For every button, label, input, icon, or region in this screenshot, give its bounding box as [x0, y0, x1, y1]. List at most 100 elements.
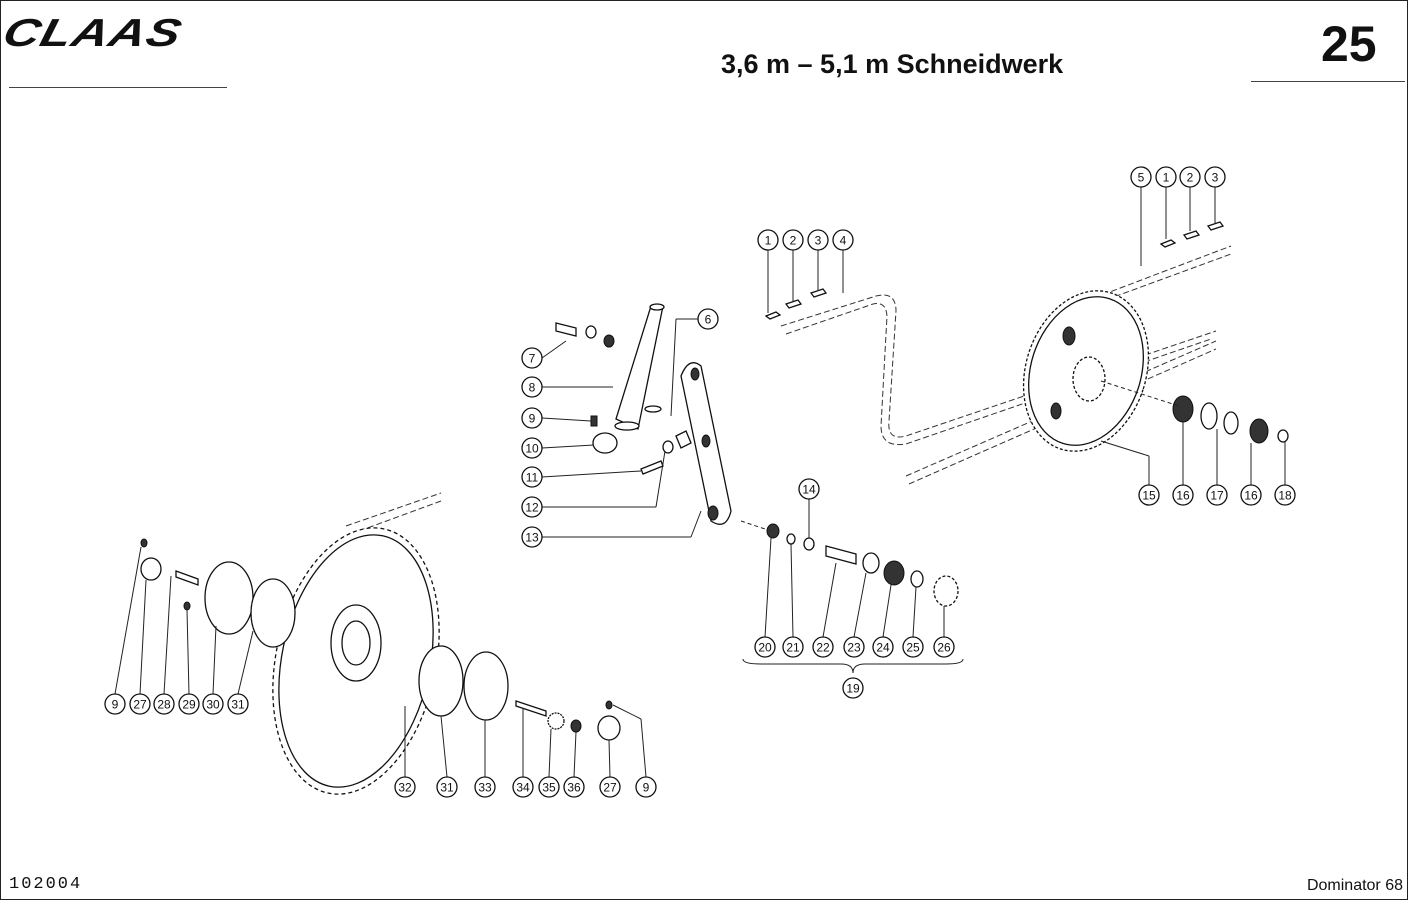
- callout-17: 17: [1206, 484, 1228, 506]
- leader-lines: [114, 187, 1286, 778]
- header-rule-left: [9, 87, 227, 88]
- callout-circle: [178, 693, 200, 715]
- callout-circle: [521, 376, 543, 398]
- callout-35: 35: [538, 776, 560, 798]
- callout-circle: [512, 776, 534, 798]
- callout-15: 15: [1138, 484, 1160, 506]
- callout-label: 27: [133, 698, 147, 712]
- callout-label: 24: [876, 641, 890, 655]
- callout-label: 11: [526, 471, 539, 485]
- callout-25: 25: [902, 636, 924, 658]
- callout-26: 26: [933, 636, 955, 658]
- callout-circle: [521, 407, 543, 429]
- callout-label: 5: [1138, 171, 1145, 185]
- callout-circle: [754, 636, 776, 658]
- callout-28: 28: [153, 693, 175, 715]
- callout-circle: [757, 229, 779, 251]
- callout-8: 8: [521, 376, 543, 398]
- callout-circle: [599, 776, 621, 798]
- callout-label: 17: [1210, 489, 1224, 503]
- callout-label: 33: [478, 781, 492, 795]
- callout-circle: [436, 776, 458, 798]
- callout-11: 11: [521, 466, 543, 488]
- callout-1: 1: [1155, 166, 1177, 188]
- callout-label: 36: [567, 781, 581, 795]
- callout-4: 4: [832, 229, 854, 251]
- callout-label: 23: [847, 641, 861, 655]
- large-sprocket-upper: [1022, 290, 1150, 452]
- callout-circle: [104, 693, 126, 715]
- callout-circle: [812, 636, 834, 658]
- drive-chain-lower: [345, 492, 442, 535]
- lower-hub-parts: [140, 538, 621, 741]
- callout-27: 27: [129, 693, 151, 715]
- callout-16: 16: [1240, 484, 1262, 506]
- callout-label: 13: [525, 531, 539, 545]
- callout-18: 18: [1274, 484, 1296, 506]
- callout-label: 18: [1278, 489, 1292, 503]
- callout-label: 16: [1176, 489, 1190, 503]
- callout-label: 25: [906, 641, 920, 655]
- callout-label: 20: [758, 641, 772, 655]
- callout-12: 12: [521, 496, 543, 518]
- callout-7: 7: [521, 347, 543, 369]
- callout-label: 1: [765, 234, 772, 248]
- callout-circle: [227, 693, 249, 715]
- callout-23: 23: [843, 636, 865, 658]
- document-id: 102004: [9, 875, 83, 894]
- callout-circle: [697, 308, 719, 330]
- callout-6: 6: [697, 308, 719, 330]
- callout-circle: [153, 693, 175, 715]
- callout-circle: [538, 776, 560, 798]
- callout-circle: [202, 693, 224, 715]
- callout-circle: [782, 229, 804, 251]
- callout-label: 22: [816, 641, 830, 655]
- callout-circle: [474, 776, 496, 798]
- callout-label: 34: [516, 781, 530, 795]
- callout-circle: [798, 478, 820, 500]
- header-rule-right: [1251, 81, 1405, 82]
- drive-chain-upper: [780, 245, 1232, 485]
- callout-circle: [902, 636, 924, 658]
- callout-circle: [521, 347, 543, 369]
- callout-circle: [843, 636, 865, 658]
- callout-circle: [1204, 166, 1226, 188]
- callout-14: 14: [798, 478, 820, 500]
- callout-circle: [1155, 166, 1177, 188]
- callout-circle: [842, 677, 864, 699]
- callout-label: 31: [440, 781, 454, 795]
- callout-19: 19: [842, 677, 864, 699]
- callout-1: 1: [757, 229, 779, 251]
- callout-36: 36: [563, 776, 585, 798]
- callout-label: 12: [525, 501, 539, 515]
- callout-label: 15: [1142, 489, 1156, 503]
- callout-circle: [635, 776, 657, 798]
- large-sprocket-lower: [272, 527, 440, 795]
- callout-30: 30: [202, 693, 224, 715]
- callout-34: 34: [512, 776, 534, 798]
- callout-label: 16: [1244, 489, 1258, 503]
- callout-32: 32: [394, 776, 416, 798]
- callout-label: 19: [846, 682, 860, 696]
- callout-label: 9: [529, 412, 536, 426]
- model-name: Dominator 68: [1306, 877, 1403, 894]
- callout-label: 35: [542, 781, 556, 795]
- callout-circle: [1172, 484, 1194, 506]
- upper-shaft-parts: [1100, 380, 1289, 444]
- callout-20: 20: [754, 636, 776, 658]
- callout-2: 2: [782, 229, 804, 251]
- callout-label: 4: [840, 234, 847, 248]
- callout-circle: [1274, 484, 1296, 506]
- callout-label: 3: [1212, 171, 1219, 185]
- callout-21: 21: [782, 636, 804, 658]
- callout-label: 10: [525, 442, 539, 456]
- callout-label: 2: [790, 234, 797, 248]
- callout-31: 31: [436, 776, 458, 798]
- lower-shaft-parts: [740, 520, 964, 674]
- page-number: 25: [1321, 16, 1377, 72]
- callout-13: 13: [521, 526, 543, 548]
- callout-22: 22: [812, 636, 834, 658]
- callout-circle: [1179, 166, 1201, 188]
- callout-label: 27: [603, 781, 617, 795]
